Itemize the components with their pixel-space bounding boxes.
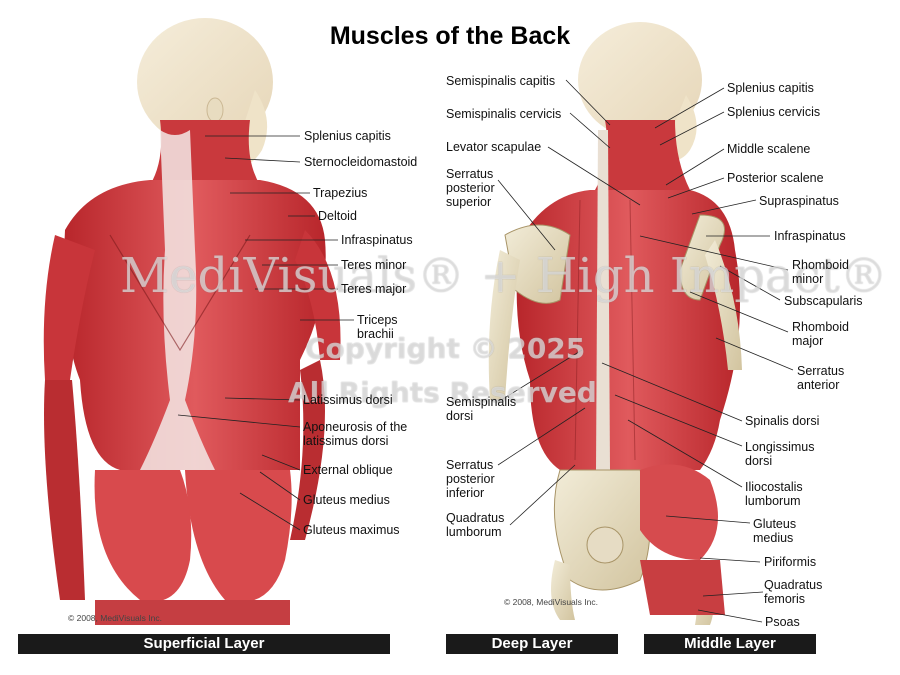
label-rhomboid-major: Rhomboid major [792, 320, 849, 348]
deep-figure [488, 22, 742, 625]
label-splenius-cervicis: Splenius cervicis [727, 105, 821, 119]
panel-label-superficial: Superficial Layer [18, 634, 390, 654]
label-rhomboid-minor: Rhomboid minor [792, 258, 849, 286]
label-external-oblique: External oblique [303, 463, 393, 477]
label-sternocleidomastoid: Sternocleidomastoid [304, 155, 418, 169]
label-quadratus-femoris: Quadratus femoris [764, 578, 823, 606]
label-semispinalis-cervicis: Semispinalis cervicis [446, 107, 562, 121]
label-r-gluteus-medius: Gluteus medius [753, 517, 797, 545]
label-supraspinatus: Supraspinatus [759, 194, 839, 208]
label-r-infraspinatus: Infraspinatus [774, 229, 846, 243]
label-deltoid: Deltoid [318, 209, 357, 223]
credit-right: © 2008, MediVisuals Inc. [504, 597, 598, 607]
label-piriformis: Piriformis [764, 555, 817, 569]
label-iliocostalis-lumborum: Iliocostalis lumborum [745, 480, 803, 508]
label-semispinalis-dorsi: Semispinalis dorsi [446, 395, 517, 423]
label-semispinalis-capitis: Semispinalis capitis [446, 74, 556, 88]
label-splenius-capitis: Splenius capitis [304, 129, 391, 143]
label-serratus-posterior-superior: Serratus posterior superior [446, 167, 495, 209]
credit-left: © 2008, MediVisuals Inc. [68, 613, 162, 623]
superficial-figure [43, 18, 341, 625]
label-teres-major: Teres major [341, 282, 407, 296]
label-latissimus-dorsi: Latissimus dorsi [303, 393, 393, 407]
panel-label-middle: Middle Layer [644, 634, 816, 654]
label-levator-scapulae: Levator scapulae [446, 140, 542, 154]
page-title: Muscles of the Back [329, 22, 571, 50]
label-trapezius: Trapezius [313, 186, 368, 200]
label-gluteus-maximus: Gluteus maximus [303, 523, 400, 537]
label-r-splenius-capitis: Splenius capitis [727, 81, 814, 95]
label-teres-minor: Teres minor [341, 258, 407, 272]
label-subscapularis: Subscapularis [784, 294, 863, 308]
label-serratus-anterior: Serratus anterior [797, 364, 845, 392]
label-longissimus-dorsi: Longissimus dorsi [745, 440, 815, 468]
label-aponeurosis: Aponeurosis of the latissimus dorsi [303, 420, 408, 448]
label-gluteus-medius: Gluteus medius [303, 493, 390, 507]
panel-label-deep: Deep Layer [446, 634, 618, 654]
label-triceps-brachii: Triceps brachii [357, 313, 398, 341]
label-spinalis-dorsi: Spinalis dorsi [745, 414, 820, 428]
label-middle-scalene: Middle scalene [727, 142, 811, 156]
label-posterior-scalene: Posterior scalene [727, 171, 824, 185]
label-infraspinatus: Infraspinatus [341, 233, 413, 247]
label-quadratus-lumborum: Quadratus lumborum [446, 511, 505, 539]
label-psoas: Psoas [765, 615, 800, 629]
label-serratus-posterior-inferior: Serratus posterior inferior [446, 458, 495, 500]
